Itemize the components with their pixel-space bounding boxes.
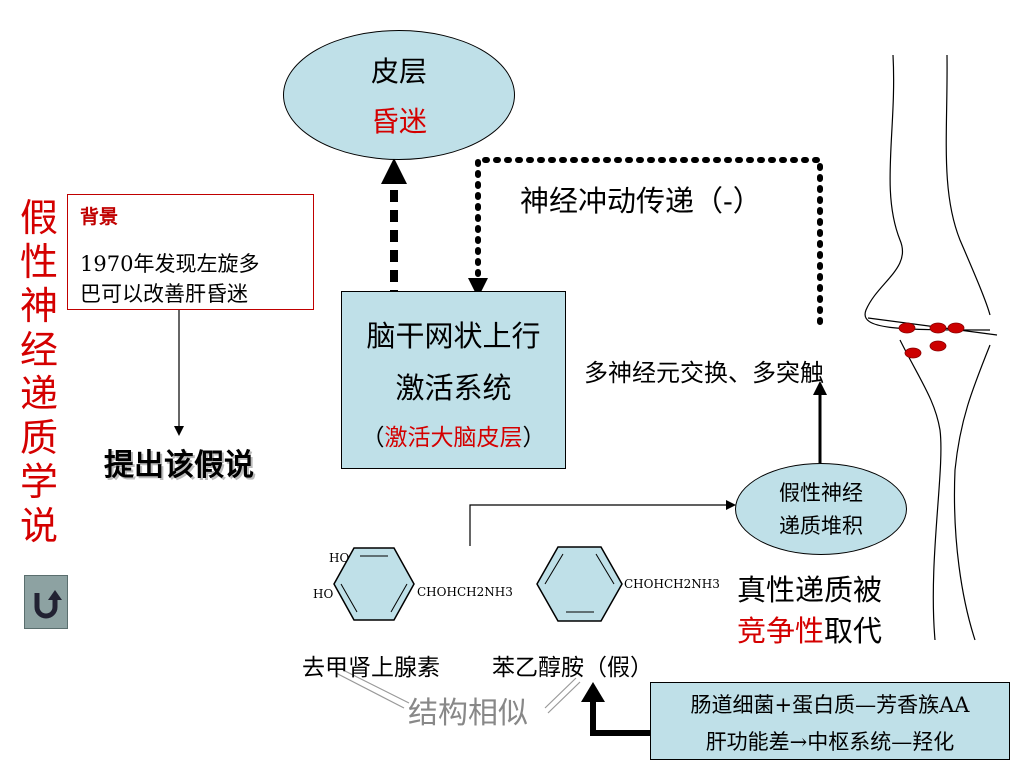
bg-to-propose-arrowhead (174, 426, 184, 436)
multi-synapse-label: 多神经元交换、多突触 (584, 359, 824, 387)
paren-open: （ (361, 425, 385, 451)
structure-similar-label: 结构相似 (408, 696, 528, 731)
impulse-dotted-path (475, 157, 823, 325)
ras-box (341, 291, 566, 469)
ho-label: HO (329, 551, 350, 565)
ras-activate-text: 激活大脑皮层 (384, 425, 523, 451)
background-label: 背景 (80, 206, 119, 228)
cause-to-pe-arrowhead (581, 682, 605, 702)
cause-to-pe-arrow (590, 700, 650, 736)
background-line2: 巴可以改善肝昏迷 (80, 282, 248, 306)
cortex-ellipse (283, 30, 515, 160)
molecules-to-false-arrow (469, 504, 728, 546)
back-button[interactable] (24, 575, 68, 629)
cause-box (650, 682, 1010, 760)
true-nt-line1: 真性递质被 (737, 573, 883, 607)
similar-connector (335, 669, 581, 714)
u-turn-back-icon (34, 590, 62, 619)
title-char: 质 (19, 416, 58, 460)
coma-label: 昏迷 (370, 105, 427, 138)
impulse-arrowhead (468, 278, 488, 298)
ho-label: HO (313, 587, 334, 601)
ras-to-cortex-arrowhead (381, 158, 407, 184)
vesicles (898, 322, 965, 359)
ras-line2: 激活系统 (395, 371, 512, 405)
cortex-label: 皮层 (370, 55, 427, 88)
phenylethanolamine-structure (536, 546, 623, 622)
title-char: 假 (19, 196, 58, 240)
background-box (67, 194, 314, 310)
background-line1: 1970年发现左旋多 (80, 252, 260, 276)
title-char: 性 (19, 240, 58, 284)
title-char: 递 (19, 372, 58, 416)
competitive-text: 竞争性 (737, 614, 825, 648)
propose-text: 提出该假说 (104, 448, 254, 483)
true-nt-line2: 竞争性取代 (737, 608, 882, 650)
title-char: 学 (19, 460, 58, 504)
title-char: 说 (19, 504, 58, 548)
replaced-text: 取代 (824, 614, 883, 648)
ras-line1: 脑干网状上行 (366, 319, 541, 353)
false-nt-line1: 假性神经 (779, 481, 863, 505)
false-nt-ellipse (735, 463, 907, 555)
molecules-to-false-arrowhead (726, 500, 736, 510)
page-title: 假 性 神 经 递 质 学 说 (14, 196, 64, 548)
norepinephrine-structure (333, 547, 415, 621)
phenylethanolamine-name: 苯乙醇胺（假） (492, 655, 653, 681)
ras-line3: （激活大脑皮层） (341, 418, 566, 452)
false-to-multi-arrowhead (813, 381, 827, 395)
side-chain-label: CHOHCH2NH3 (417, 585, 513, 599)
impulse-label: 神经冲动传递（-） (520, 184, 762, 218)
title-char: 神 (19, 284, 58, 328)
false-nt-line2: 递质堆积 (779, 514, 863, 538)
paren-close: ） (522, 425, 546, 451)
side-chain-label: CHOHCH2NH3 (624, 577, 720, 591)
cause-line1: 肠道细菌+蛋白质—芳香族AA (690, 693, 970, 717)
title-char: 经 (19, 328, 58, 372)
cause-line2: 肝功能差→中枢系统—羟化 (705, 730, 955, 754)
norepinephrine-name: 去甲肾上腺素 (302, 655, 440, 681)
